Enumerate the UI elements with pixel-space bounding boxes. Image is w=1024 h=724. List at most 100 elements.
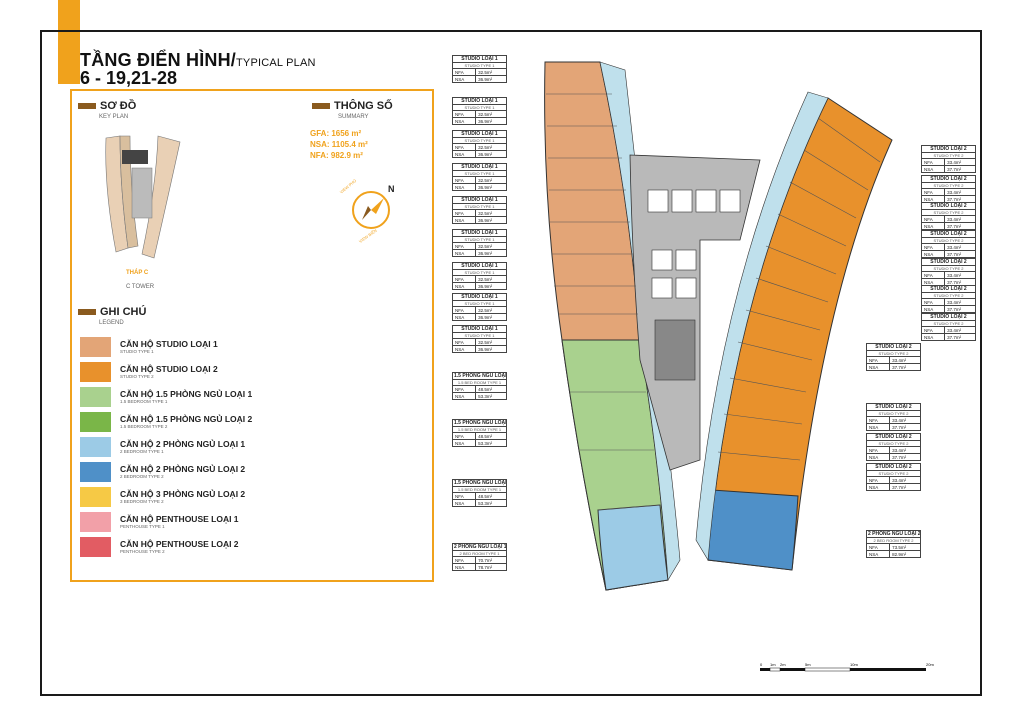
area-cell: NFA [451, 110, 477, 118]
area-cell: NSA [920, 222, 946, 230]
accent-bar [58, 0, 80, 84]
unit-type: 1.5 PHÒNG NGỦ LOẠI 1 [452, 479, 507, 487]
area-cell: NSA [865, 363, 891, 371]
legend-item-sub: STUDIO TYPE 2 [120, 373, 154, 379]
legend-swatch [80, 462, 111, 482]
key-plan-diagram: THÁP C [105, 135, 181, 276]
unit-type-sub: STUDIO TYPE 2 [921, 266, 976, 271]
unit-type-sub: STUDIO TYPE 1 [452, 204, 507, 209]
scale-tick-label: 2m [780, 662, 786, 667]
area-cell: NSA [451, 563, 477, 571]
legend-swatch [80, 437, 111, 457]
area-cell: NFA [451, 432, 477, 440]
area-cell: 32.5m² [475, 176, 507, 184]
area-cell: NFA [451, 242, 477, 250]
unit-type: 2 PHÒNG NGỦ LOẠI 2 [866, 530, 921, 538]
area-cell: NFA [451, 556, 477, 564]
tower-label: THÁP C [126, 269, 149, 276]
area-cell: 36.9m² [475, 150, 507, 158]
legend-item-sub: 1.5 BEDROOM TYPE 2 [120, 423, 168, 429]
unit-type-sub: 1.5 BED ROOM TYPE 1 [452, 427, 507, 432]
unit-type: 1.5 PHÒNG NGỦ LOẠI 1 [452, 419, 507, 427]
area-cell: 36.9m² [475, 216, 507, 224]
page-title: TẦNG ĐIỂN HÌNH/TYPICAL PLAN [80, 50, 316, 70]
area-cell: NFA [865, 356, 891, 364]
unit-type: STUDIO LOẠI 2 [866, 403, 921, 411]
gfa-value: GFA: 1656 m² [310, 129, 362, 138]
area-cell: 37.7m² [944, 305, 976, 313]
unit-type-sub: 2 BED ROOM TYPE 1 [452, 551, 507, 556]
unit-type-sub: STUDIO TYPE 1 [452, 171, 507, 176]
area-cell: NSA [451, 313, 477, 321]
area-cell: NFA [920, 243, 946, 251]
unit-type: STUDIO LOẠI 1 [452, 97, 507, 105]
unit-type: 1.5 PHÒNG NGỦ LOẠI 1 [452, 372, 507, 380]
unit-type: STUDIO LOẠI 2 [921, 145, 976, 153]
area-cell: NSA [920, 250, 946, 258]
area-cell: NSA [920, 305, 946, 313]
unit-type-sub: 1.5 BED ROOM TYPE 1 [452, 380, 507, 385]
area-cell: NSA [451, 499, 477, 507]
area-cell: NSA [451, 345, 477, 353]
area-cell: 53.3m² [475, 439, 507, 447]
area-cell: NFA [451, 143, 477, 151]
legend-swatch [80, 512, 111, 532]
legend-swatch [80, 387, 111, 407]
area-cell: NFA [865, 476, 891, 484]
floor-range: 6 - 19,21-28 [80, 68, 178, 88]
area-cell: 33.4m² [889, 356, 921, 364]
legend-swatch [80, 337, 111, 357]
area-cell: 32.5m² [475, 275, 507, 283]
drawing-frame [40, 30, 982, 696]
area-cell: NFA [920, 298, 946, 306]
area-cell: NFA [451, 338, 477, 346]
legend-item-sub: 3 BEDROOM TYPE 2 [120, 498, 164, 504]
area-cell: NSA [865, 453, 891, 461]
unit-type: STUDIO LOẠI 2 [921, 313, 976, 321]
area-cell: 37.7m² [889, 453, 921, 461]
compass-icon: N VIEW PHÚ VIEW BIỂN [339, 178, 395, 244]
unit-type: STUDIO LOẠI 2 [921, 230, 976, 238]
area-cell: 32.5m² [475, 209, 507, 217]
area-cell: NSA [865, 483, 891, 491]
area-cell: 33.4m² [944, 188, 976, 196]
area-cell: 33.4m² [889, 446, 921, 454]
area-cell: NFA [451, 68, 477, 76]
unit-type-sub: STUDIO TYPE 2 [921, 293, 976, 298]
unit-type: STUDIO LOẠI 1 [452, 55, 507, 63]
unit-type-sub: STUDIO TYPE 1 [452, 270, 507, 275]
unit-type-sub: STUDIO TYPE 1 [452, 138, 507, 143]
area-cell: 70.7m² [475, 556, 507, 564]
nfa-value: NFA: 982.9 m² [310, 151, 363, 160]
area-cell: 33.4m² [944, 326, 976, 334]
area-cell: 33.4m² [944, 158, 976, 166]
unit-type: STUDIO LOẠI 1 [452, 293, 507, 301]
area-cell: 33.4m² [889, 416, 921, 424]
area-cell: NFA [865, 416, 891, 424]
area-cell: 73.5m² [889, 543, 921, 551]
area-cell: NSA [451, 183, 477, 191]
tower-sublabel: C TOWER [126, 284, 155, 290]
legend-item-sub: 2 BEDROOM TYPE 2 [120, 473, 164, 479]
area-cell: NFA [920, 188, 946, 196]
area-cell: NFA [451, 275, 477, 283]
